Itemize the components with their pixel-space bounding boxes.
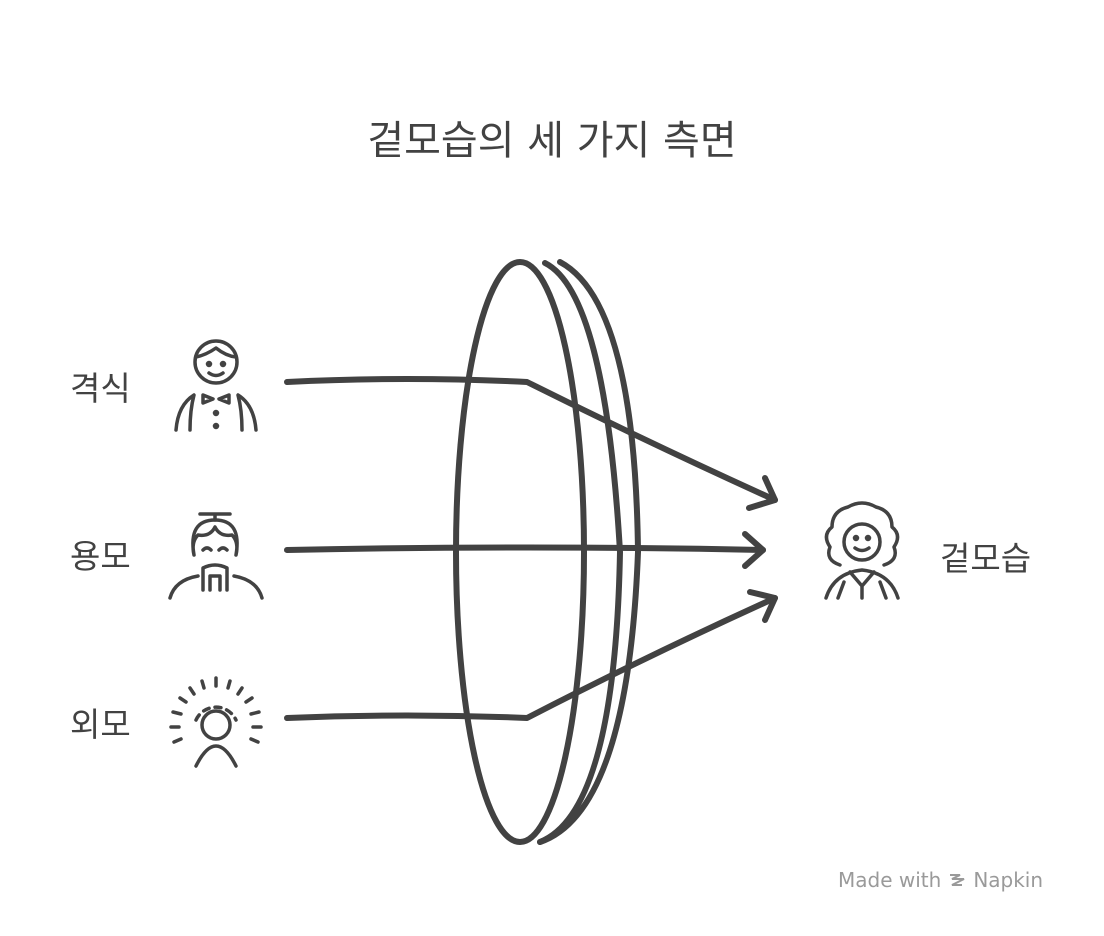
made-with-text: Made with (838, 868, 942, 892)
napkin-brand[interactable]: Napkin (973, 868, 1044, 892)
input-label-appearance: 용모 (70, 537, 131, 576)
arrow-looks (284, 589, 778, 721)
footer-credit: Made with Napkin (838, 868, 1043, 892)
napkin-logo-icon (950, 874, 965, 886)
lens-icon (453, 259, 641, 845)
elder-beard-icon (168, 512, 264, 600)
radiant-person-icon (169, 676, 263, 768)
diagram-title: 겉모습의 세 가지 측면 (367, 118, 737, 164)
person-curly-hair-icon (824, 501, 900, 600)
arrow-formal (284, 376, 778, 511)
input-label-looks: 외모 (70, 705, 131, 744)
input-label-formal: 격식 (70, 369, 131, 408)
arrow-appearance (284, 531, 766, 569)
formal-man-bowtie-icon (174, 339, 258, 432)
output-label: 겉모습 (940, 539, 1032, 578)
